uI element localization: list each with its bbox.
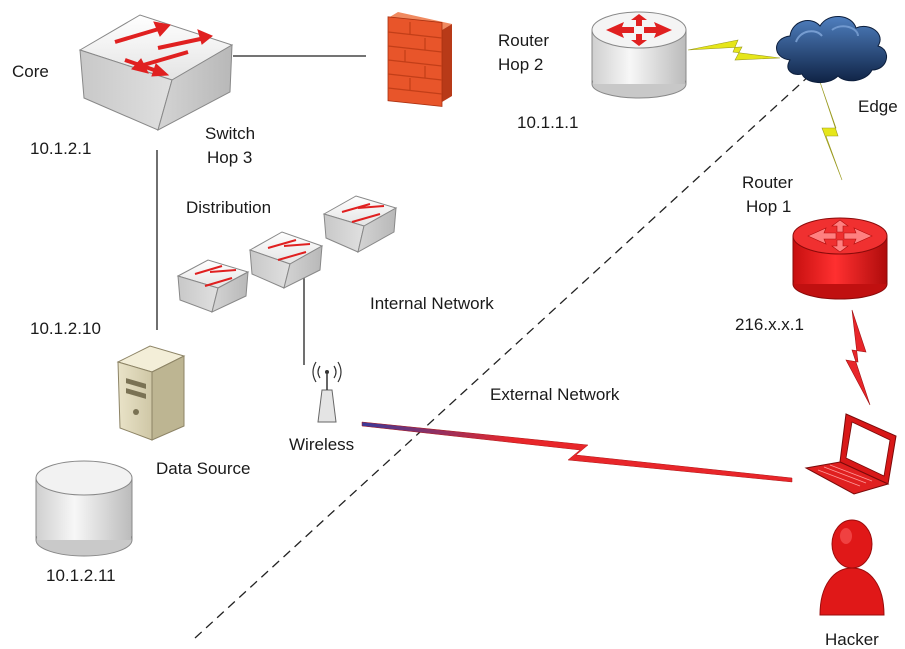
database-ip-label: 10.1.2.11 bbox=[46, 566, 116, 585]
cloud-icon bbox=[776, 16, 887, 83]
database-icon bbox=[35, 460, 133, 557]
hacker-person-icon bbox=[819, 519, 885, 616]
data-source-label: Data Source bbox=[156, 459, 251, 478]
router-hop1-label-line1: Router bbox=[742, 173, 793, 192]
edge-label: Edge bbox=[858, 97, 898, 116]
wireless-label: Wireless bbox=[289, 435, 354, 454]
core-switch-icon bbox=[78, 14, 234, 131]
router-hop2-ip-label: 10.1.1.1 bbox=[517, 113, 578, 132]
distribution-switch-left-icon bbox=[176, 259, 250, 313]
distribution-label: Distribution bbox=[186, 198, 271, 217]
server-ip-label: 10.1.2.10 bbox=[30, 319, 101, 338]
router-hop1-ip-label: 216.x.x.1 bbox=[735, 315, 804, 334]
distribution-switch-middle-icon bbox=[248, 231, 324, 289]
wan-link-hop2-edge bbox=[687, 39, 781, 61]
switch-label-line1: Switch bbox=[205, 124, 255, 143]
server-icon bbox=[116, 345, 186, 441]
external-network-label: External Network bbox=[490, 385, 620, 404]
core-label: Core bbox=[12, 62, 49, 81]
distribution-switch-right-icon bbox=[322, 195, 398, 253]
attack-link-hop1-laptop bbox=[845, 309, 871, 406]
firewall-icon bbox=[387, 12, 452, 107]
router-hop2-icon bbox=[591, 11, 687, 99]
access-point-icon bbox=[312, 361, 342, 423]
core-ip-label: 10.1.2.1 bbox=[30, 139, 91, 158]
switch-label-line2: Hop 3 bbox=[207, 148, 252, 167]
wan-link-edge-hop1 bbox=[819, 81, 843, 181]
router-hop1-label-line2: Hop 1 bbox=[746, 197, 791, 216]
router-hop2-label-line1: Router bbox=[498, 31, 549, 50]
attack-link-wireless-laptop bbox=[361, 421, 793, 483]
network-boundary-line bbox=[194, 74, 811, 639]
connections bbox=[156, 39, 871, 639]
router-hop2-label-line2: Hop 2 bbox=[498, 55, 543, 74]
hacker-label: Hacker bbox=[825, 630, 879, 649]
router-hop1-icon bbox=[792, 217, 888, 300]
laptop-icon bbox=[804, 413, 897, 495]
internal-network-label: Internal Network bbox=[370, 294, 494, 313]
